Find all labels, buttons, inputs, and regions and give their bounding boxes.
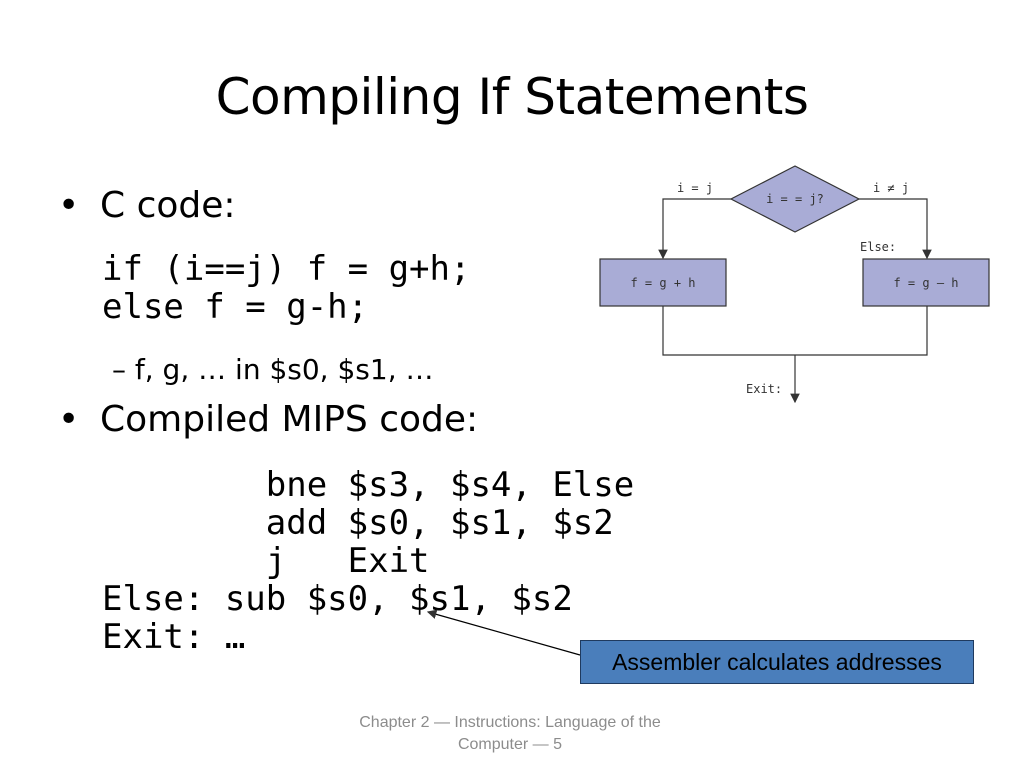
right-branch-line bbox=[859, 198, 932, 260]
sub-bullet-registers: – f, g, … in $s0, $s1, … bbox=[112, 353, 434, 386]
merge-line bbox=[662, 306, 928, 356]
mips-code-block: bne $s3, $s4, Else add $s0, $s1, $s2 j E… bbox=[102, 465, 635, 657]
decision-label: i = = j? bbox=[766, 192, 824, 206]
bullet-marker: • bbox=[58, 399, 80, 440]
then-box bbox=[599, 258, 727, 307]
decision-diamond bbox=[729, 165, 861, 233]
bullet-mips-code-label: Compiled MIPS code: bbox=[100, 399, 479, 440]
else-box bbox=[862, 258, 990, 307]
slide-title: Compiling If Statements bbox=[215, 68, 809, 126]
assembler-callout: Assembler calculates addresses bbox=[580, 640, 974, 684]
else-box-label: f = g – h bbox=[893, 276, 958, 290]
c-code-block: if (i==j) f = g+h; else f = g-h; bbox=[102, 249, 471, 327]
left-branch-line bbox=[658, 198, 731, 260]
then-box-label: f = g + h bbox=[630, 276, 695, 290]
left-branch-label: i = j bbox=[677, 181, 713, 195]
callout-pointer bbox=[426, 609, 581, 656]
bullet-mips-code: • Compiled MIPS code: bbox=[58, 398, 478, 442]
right-branch-label: i ≠ j bbox=[873, 181, 909, 195]
exit-label: Exit: bbox=[746, 382, 782, 396]
bullet-c-code: • C code: bbox=[58, 184, 236, 228]
else-label: Else: bbox=[860, 240, 896, 254]
bullet-marker: • bbox=[58, 185, 80, 226]
slide-footer: Chapter 2 — Instructions: Language of th… bbox=[359, 714, 661, 753]
bullet-c-code-label: C code: bbox=[100, 185, 236, 226]
